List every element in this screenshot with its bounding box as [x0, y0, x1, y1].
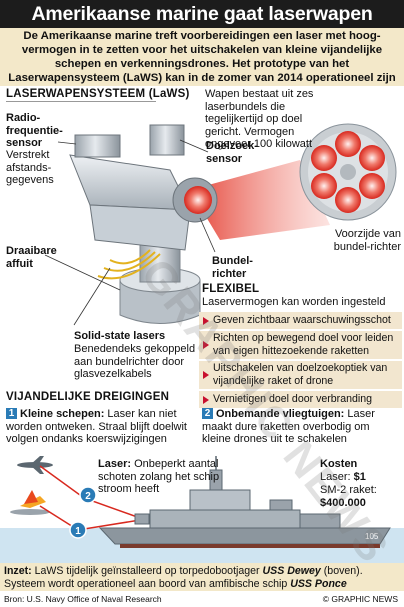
flexibel-heading: FLEXIBEL: [202, 283, 260, 295]
triangle-bullet-icon: [203, 341, 209, 349]
flexibel-item: Vernietigen doel door verbranding: [199, 391, 402, 408]
flexibel-item: Geven zichtbaar waarschuwingsschot: [199, 312, 402, 329]
radio-sensor-desc: Verstrekt afstands-gegevens: [6, 149, 54, 186]
laser-beam-ray: [190, 160, 330, 240]
cost-laser: Laser: $1: [320, 471, 366, 483]
fiber-cables: [97, 249, 161, 280]
flexibel-item: Richten op bewegend doel voor leiden van…: [199, 331, 402, 359]
flexibel-item: Uitschakelen van doelzoekoptiek van vija…: [199, 361, 402, 389]
threat-number-badge: 2: [202, 408, 213, 419]
drone-icon: [17, 456, 53, 474]
laws-heading: LASERWAPENSYSTEEM (LaWS): [6, 88, 190, 100]
solid-state-lasers-desc: Benedendeks gekoppeld aan bundelrichter …: [74, 343, 196, 380]
laser-housing: [69, 154, 191, 211]
turret-mount-label: Draaibare affuit: [6, 245, 57, 270]
burning-boat-icon: [10, 490, 50, 515]
radio-sensor-label: Radio-frequentie-sensor: [6, 112, 63, 149]
page-title: Amerikaanse marine gaat laserwapen inzet…: [0, 0, 404, 53]
marker-1: [69, 521, 87, 539]
marker-2: [79, 486, 97, 504]
front-of-director-label: Voorzijde van bundel-richter: [333, 228, 401, 253]
destroyer-ship: [98, 456, 391, 548]
ship-scene: 2 1 105: [0, 448, 404, 563]
laws-heading-rule: [6, 101, 156, 102]
svg-text:1: 1: [75, 526, 81, 537]
triangle-bullet-icon: [203, 371, 209, 379]
threat-number-badge: 1: [6, 408, 17, 419]
copyright: © GRAPHIC NEWS: [322, 594, 398, 604]
beam-director-label: Bundel-richter: [212, 255, 253, 280]
target-sensor: [149, 124, 185, 156]
ship-laser-note: Laser: Onbeperkt aantal schoten zolang h…: [98, 458, 220, 495]
beam-director-front: [299, 123, 397, 221]
solid-state-lasers-label: Solid-state lasers: [74, 330, 166, 342]
hull-number: 105: [365, 532, 379, 541]
cost-sm2-value: $400.000: [320, 497, 366, 509]
cost-sm2-label: SM-2 raket:: [320, 484, 377, 496]
beam-description: Wapen bestaat uit zes laserbundels die t…: [205, 88, 314, 150]
triangle-bullet-icon: [203, 316, 209, 325]
svg-text:2: 2: [85, 491, 91, 502]
cost-box: Kosten Laser: $1 SM-2 raket: $400.000: [320, 458, 402, 510]
threats-heading: VIJANDELIJKE DREIGINGEN: [6, 391, 170, 403]
deployment-note: Inzet: LaWS tijdelijk geïnstalleerd op t…: [0, 563, 404, 591]
source-credit: Bron: U.S. Navy Office of Naval Research: [4, 594, 162, 604]
radio-frequency-sensor: [74, 134, 121, 158]
intro-text: De Amerikaanse marine treft voorbereidin…: [0, 28, 404, 86]
triangle-bullet-icon: [203, 395, 209, 404]
laser-weapon-illustration: [44, 123, 397, 326]
cost-title: Kosten: [320, 458, 358, 470]
target-sensor-label: Doelzoek-sensor: [206, 140, 258, 165]
